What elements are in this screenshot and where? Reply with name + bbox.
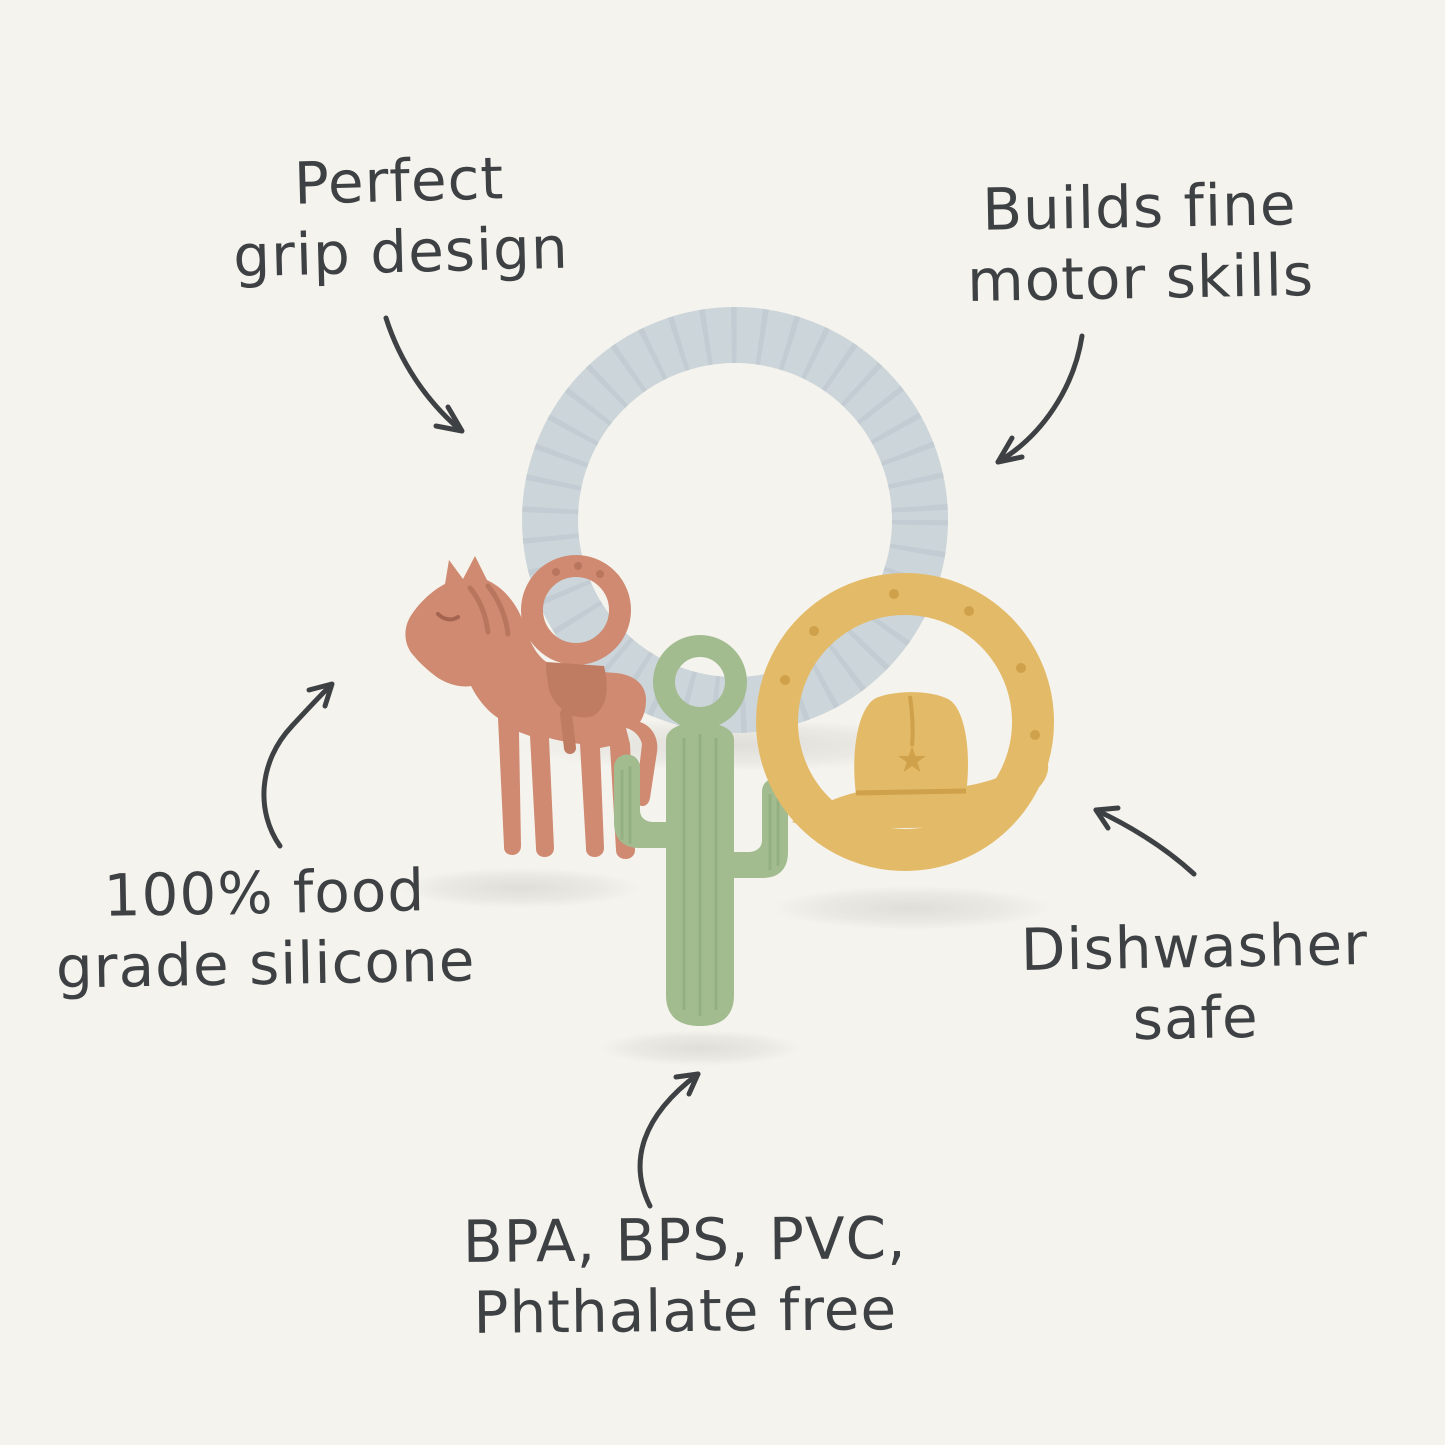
cactus-right-arm bbox=[734, 778, 788, 878]
arrow-dishwasher bbox=[1093, 805, 1197, 877]
hat-star-icon: ★ bbox=[896, 740, 928, 781]
annotation-dishwasher-safe: Dishwasher safe bbox=[959, 908, 1431, 1058]
annotation-line: Phthalate free bbox=[473, 1274, 898, 1347]
horse-charm bbox=[405, 555, 658, 859]
hat-crease bbox=[908, 695, 915, 747]
horse-saddle bbox=[546, 662, 607, 718]
horse-eye bbox=[436, 612, 460, 622]
cactus-left-arm bbox=[614, 754, 666, 848]
hat-band bbox=[855, 788, 967, 796]
annotation-food-grade-silicone: 100% food grade silicone bbox=[0, 853, 531, 1004]
horse-mane bbox=[467, 585, 491, 635]
rope-twist-texture bbox=[522, 307, 948, 733]
cactus-ridges bbox=[620, 734, 780, 1016]
annotation-line: safe bbox=[1132, 982, 1260, 1053]
arrow-grip-design bbox=[383, 315, 465, 434]
annotation-line: Perfect bbox=[293, 144, 505, 218]
annotation-grip-design: Perfect grip design bbox=[158, 140, 642, 294]
cactus-charm-loop bbox=[653, 635, 747, 729]
cowboy-hat-ring bbox=[756, 573, 1054, 871]
annotation-line: Dishwasher bbox=[1020, 909, 1369, 985]
annotation-line: BPA, BPS, PVC, bbox=[462, 1204, 907, 1276]
arrow-motor-skills bbox=[995, 333, 1085, 465]
annotation-line: Builds fine bbox=[981, 170, 1298, 244]
annotation-line: grip design bbox=[232, 213, 570, 291]
annotation-line: 100% food bbox=[103, 856, 426, 930]
cowboy-hat-ring-studs bbox=[780, 589, 1040, 740]
annotation-line: motor skills bbox=[966, 240, 1315, 315]
cactus-charm bbox=[614, 635, 788, 1026]
annotation-materials-free: BPA, BPS, PVC, Phthalate free bbox=[359, 1202, 1010, 1349]
annotation-motor-skills: Builds fine motor skills bbox=[889, 168, 1391, 318]
horse-silhouette bbox=[405, 556, 658, 859]
cowboy-hat-charm: ★ bbox=[756, 573, 1054, 871]
arrow-materials bbox=[637, 1071, 701, 1209]
annotation-line: grade silicone bbox=[55, 926, 476, 1002]
arrow-silicone bbox=[261, 681, 335, 849]
